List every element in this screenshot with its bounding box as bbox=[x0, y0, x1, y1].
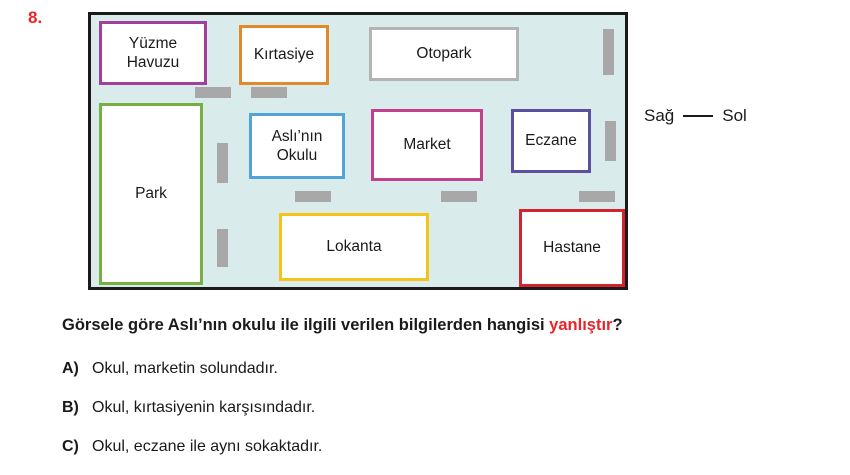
question-highlight: yanlıştır bbox=[549, 316, 613, 334]
road-marker bbox=[217, 143, 228, 183]
option-b-text: Okul, kırtasiyenin karşısındadır. bbox=[92, 399, 316, 416]
road-marker bbox=[217, 229, 228, 267]
option-b: B) Okul, kırtasiyenin karşısındadır. bbox=[62, 399, 315, 417]
building-kirtasiye: Kırtasiye bbox=[239, 25, 329, 85]
option-c-text: Okul, eczane ile aynı sokaktadır. bbox=[92, 438, 323, 455]
question-text-before: Görsele göre Aslı’nın okulu ile ilgili v… bbox=[62, 316, 550, 334]
road-marker bbox=[195, 87, 231, 98]
option-a-text: Okul, marketin solundadır. bbox=[92, 360, 278, 377]
road-marker bbox=[295, 191, 331, 202]
left-label: Sol bbox=[722, 106, 747, 125]
direction-line bbox=[683, 115, 714, 117]
building-yuzme-havuzu: Yüzme Havuzu bbox=[99, 21, 207, 85]
building-eczane: Eczane bbox=[511, 109, 591, 173]
neighborhood-map: Yüzme Havuzu Kırtasiye Otopark Park Aslı… bbox=[88, 12, 628, 290]
building-market: Market bbox=[371, 109, 483, 181]
building-otopark: Otopark bbox=[369, 27, 519, 81]
road-marker bbox=[579, 191, 615, 202]
building-lokanta: Lokanta bbox=[279, 213, 429, 281]
building-aslinin-okulu: Aslı’nın Okulu bbox=[249, 113, 345, 179]
question-text-after: ? bbox=[612, 316, 623, 334]
direction-legend: Sağ Sol bbox=[644, 106, 747, 126]
option-c-letter: C) bbox=[62, 438, 79, 455]
question-text: Görsele göre Aslı’nın okulu ile ilgili v… bbox=[62, 316, 832, 335]
right-label: Sağ bbox=[644, 106, 675, 125]
option-a-letter: A) bbox=[62, 360, 79, 377]
building-park: Park bbox=[99, 103, 203, 285]
building-hastane: Hastane bbox=[519, 209, 625, 287]
option-a: A) Okul, marketin solundadır. bbox=[62, 360, 278, 378]
road-marker bbox=[603, 29, 614, 75]
road-marker bbox=[441, 191, 477, 202]
road-marker bbox=[251, 87, 287, 98]
option-b-letter: B) bbox=[62, 399, 79, 416]
question-number: 8. bbox=[28, 8, 43, 27]
option-c: C) Okul, eczane ile aynı sokaktadır. bbox=[62, 438, 322, 456]
road-marker bbox=[605, 121, 616, 161]
